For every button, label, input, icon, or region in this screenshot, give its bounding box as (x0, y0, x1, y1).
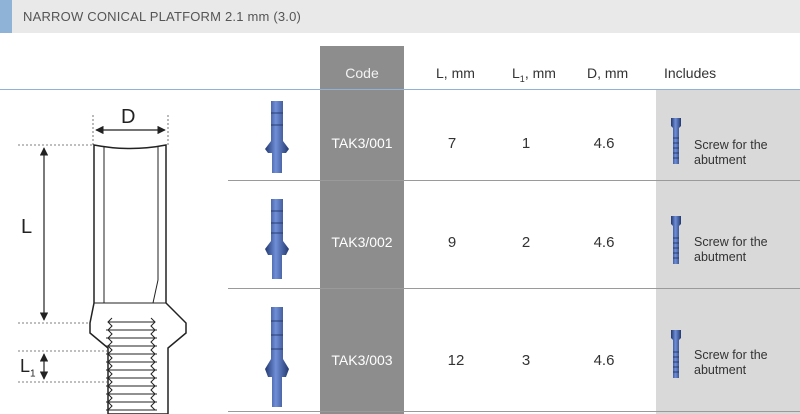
includes-line: abutment (694, 250, 747, 264)
dimension-label-l: L (21, 216, 33, 238)
screw-image (671, 118, 681, 164)
l1-header-main: L (512, 65, 520, 81)
l1-cell: 1 (521, 135, 531, 152)
column-header-code: Code (345, 65, 379, 81)
l1-header-sub: 1 (519, 73, 525, 84)
abutment-image (265, 199, 289, 279)
row-divider (228, 411, 800, 412)
header-accent (0, 0, 12, 33)
row-divider (228, 288, 800, 289)
page-title: NARROW CONICAL PLATFORM 2.1 mm (3.0) (23, 9, 302, 24)
l1-cell: 3 (521, 352, 531, 369)
header-divider (0, 89, 800, 90)
screw-image (671, 330, 681, 378)
screw-image (671, 216, 681, 264)
includes-line: abutment (694, 363, 747, 377)
column-header-d: D, mm (587, 65, 629, 81)
l-cell: 7 (447, 135, 457, 152)
includes-line: abutment (694, 153, 747, 167)
d-cell: 4.6 (593, 234, 615, 251)
abutment-diagram (18, 115, 187, 414)
column-header-l: L, mm (436, 65, 475, 81)
code-cell: TAK3/003 (331, 352, 393, 368)
row-divider (228, 180, 800, 181)
header-bar: NARROW CONICAL PLATFORM 2.1 mm (3.0) (0, 0, 800, 33)
l1-header-unit: , mm (524, 65, 556, 81)
l1-cell: 2 (521, 234, 531, 251)
abutment-image (265, 101, 289, 173)
l1-label-sub: 1 (30, 368, 36, 380)
includes-line: Screw for the (694, 348, 768, 362)
code-cell: TAK3/002 (331, 234, 393, 250)
includes-line: Screw for the (694, 235, 768, 249)
l-cell: 12 (447, 352, 465, 369)
column-header-l1: L1, mm (512, 65, 556, 84)
d-cell: 4.6 (593, 135, 615, 152)
code-cell: TAK3/001 (331, 135, 393, 151)
l1-label-main: L (20, 356, 31, 376)
column-header-includes: Includes (664, 65, 717, 81)
d-cell: 4.6 (593, 352, 615, 369)
abutment-image (265, 307, 289, 407)
includes-column-bg (656, 90, 800, 414)
dimension-label-d: D (121, 106, 136, 128)
includes-line: Screw for the (694, 138, 768, 152)
dimension-label-l1: L1 (20, 356, 36, 380)
l-cell: 9 (447, 234, 457, 251)
code-column-bg (320, 46, 404, 414)
